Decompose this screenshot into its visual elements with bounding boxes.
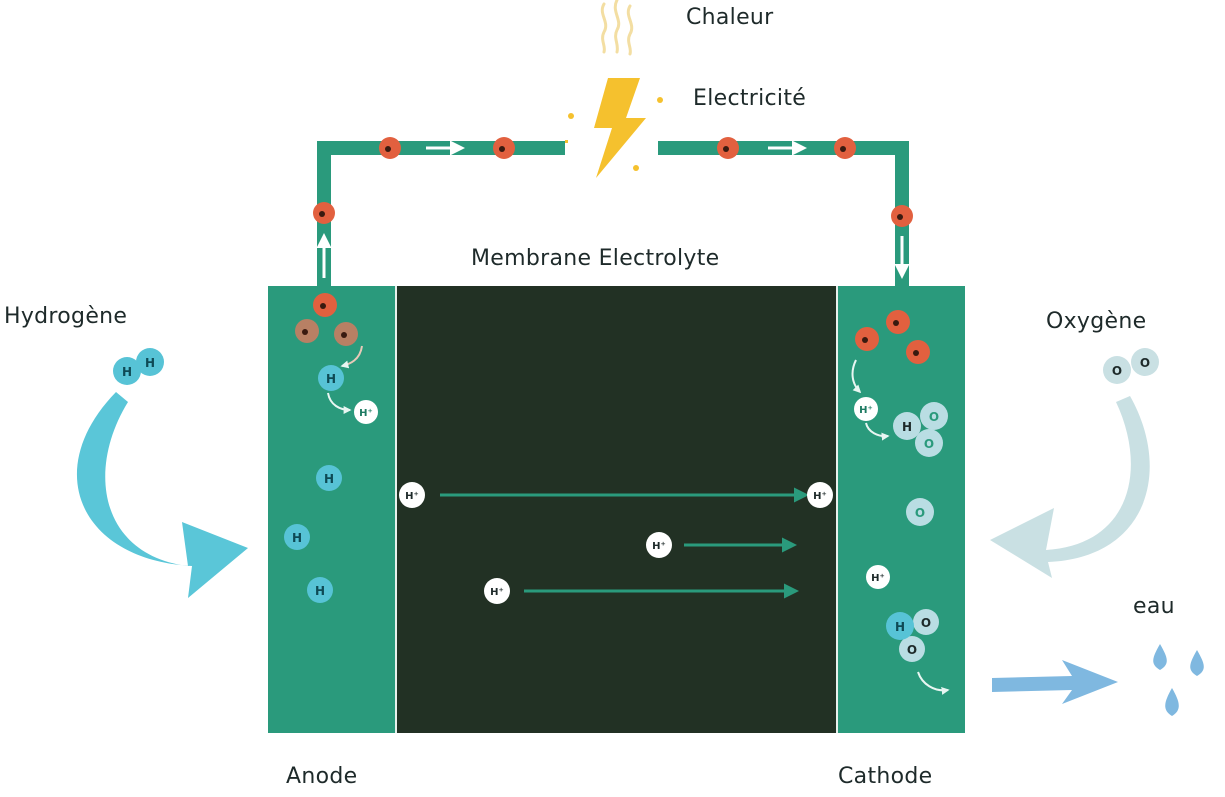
svg-text:O: O: [929, 410, 939, 424]
svg-text:H⁺: H⁺: [859, 405, 873, 416]
water-molecule: O O H: [886, 609, 939, 662]
electron: [855, 327, 879, 351]
svg-text:H⁺: H⁺: [871, 573, 885, 584]
heat-label: Chaleur: [686, 5, 774, 30]
svg-text:H: H: [122, 365, 132, 379]
anode: [268, 286, 396, 733]
svg-text:H⁺: H⁺: [405, 491, 419, 502]
proton: H⁺: [354, 400, 378, 424]
oxygen-inflow-arrow: [990, 396, 1150, 578]
cathode: [837, 286, 965, 733]
membrane-label: Membrane Electrolyte: [471, 246, 720, 271]
electron: [313, 202, 335, 224]
proton-flow: H⁺ H⁺ H⁺ H⁺: [399, 482, 833, 604]
electron: [891, 205, 913, 227]
water-label: eau: [1133, 594, 1175, 619]
oxygen-label: Oxygène: [1046, 309, 1147, 334]
electron: [493, 137, 515, 159]
proton: H⁺: [484, 578, 510, 604]
svg-text:O: O: [921, 616, 931, 630]
svg-text:H: H: [292, 531, 302, 545]
cathode-label: Cathode: [838, 764, 933, 789]
water-drop-icon: [1153, 644, 1204, 716]
electron: [379, 137, 401, 159]
svg-text:H⁺: H⁺: [490, 587, 504, 598]
electron: [834, 137, 856, 159]
svg-text:H: H: [895, 620, 905, 634]
wire-electrons: [313, 137, 913, 227]
proton: H⁺: [399, 482, 425, 508]
water-outflow-arrow: [992, 660, 1118, 704]
svg-text:O: O: [915, 506, 925, 520]
svg-text:H⁺: H⁺: [652, 541, 666, 552]
proton: H⁺: [646, 532, 672, 558]
cathode-particles: H⁺ O O H O H⁺ O O H: [851, 310, 950, 695]
electron: [717, 137, 739, 159]
hydrogen-inflow-arrow: [76, 392, 248, 598]
oxygen-molecule: O O: [1103, 348, 1159, 384]
external-circuit: [316, 140, 910, 286]
proton: H⁺: [807, 482, 833, 508]
svg-text:H⁺: H⁺: [813, 491, 827, 502]
anode-particles: H H⁺ H H H: [284, 293, 378, 603]
electron: [334, 322, 358, 346]
svg-text:H: H: [902, 420, 912, 434]
svg-text:O: O: [907, 643, 917, 657]
heat-icon: [600, 0, 634, 56]
svg-text:H: H: [315, 584, 325, 598]
electricity-label: Electricité: [693, 86, 807, 111]
anode-label: Anode: [286, 764, 358, 789]
svg-text:O: O: [1140, 356, 1150, 370]
electron: [313, 293, 337, 317]
svg-text:H⁺: H⁺: [359, 408, 373, 419]
electron: [886, 310, 910, 334]
electron: [906, 340, 930, 364]
svg-text:H: H: [326, 372, 336, 386]
svg-text:O: O: [1112, 364, 1122, 378]
hydrogen-molecule: H H: [113, 348, 164, 385]
svg-text:H: H: [324, 472, 334, 486]
lightning-icon: [565, 78, 663, 178]
membrane: [396, 286, 837, 733]
svg-text:O: O: [924, 437, 934, 451]
proton: H⁺: [866, 565, 890, 589]
hydrogen-label: Hydrogène: [4, 304, 128, 329]
proton: H⁺: [854, 397, 878, 421]
svg-text:H: H: [145, 356, 155, 370]
electron: [295, 319, 319, 343]
